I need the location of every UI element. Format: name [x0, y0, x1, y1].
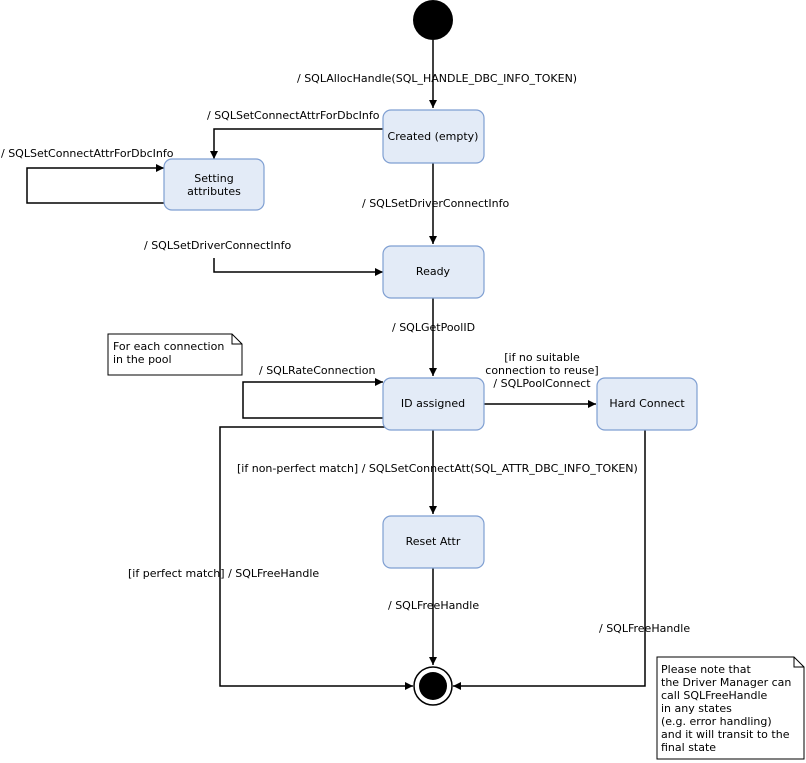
transition-label: / SQLSetConnectAttrForDbcInfo	[207, 109, 380, 122]
note-pool: For each connection in the pool	[107, 333, 243, 376]
state-label: Reset Attr	[406, 535, 461, 548]
note-text: Please note that	[661, 663, 751, 676]
note-text: call SQLFreeHandle	[661, 689, 768, 702]
transition-label: [if non-perfect match] / SQLSetConnectAt…	[237, 462, 638, 475]
note-text: (e.g. error handling)	[661, 715, 772, 728]
transition-label: / SQLPoolConnect	[493, 377, 591, 390]
state-label: Created (empty)	[388, 130, 479, 143]
transition-label: / SQLFreeHandle	[388, 599, 479, 612]
state-label: Ready	[416, 265, 451, 278]
edge-created-to-setting	[210, 128, 383, 159]
transition-label: / SQLSetDriverConnectInfo	[362, 197, 509, 210]
edge-setting-self	[26, 164, 164, 204]
transition-label: / SQLGetPoolID	[392, 321, 475, 334]
transition-label: / SQLRateConnection	[259, 364, 375, 377]
final-state	[413, 666, 453, 706]
note-text: the Driver Manager can	[661, 676, 791, 689]
note-text: in any states	[661, 702, 732, 715]
state-id-assigned: ID assigned	[382, 377, 485, 431]
state-hard-connect: Hard Connect	[596, 377, 698, 431]
state-label: Setting	[194, 172, 233, 185]
state-created: Created (empty)	[382, 109, 485, 164]
note-text: final state	[661, 741, 716, 754]
initial-state	[413, 0, 453, 40]
state-label: attributes	[187, 185, 241, 198]
transition-label: / SQLAllocHandle(SQL_HANDLE_DBC_INFO_TOK…	[297, 72, 577, 85]
note-text: and it will transit to the	[661, 728, 790, 741]
state-ready: Ready	[382, 245, 485, 299]
transition-label: connection to reuse]	[485, 364, 598, 377]
edge-setting-to-ready	[213, 258, 383, 276]
transition-label: / SQLFreeHandle	[599, 622, 690, 635]
edge-id-self	[242, 378, 383, 419]
edge-id-to-final	[219, 426, 413, 690]
state-label: Hard Connect	[609, 397, 685, 410]
transition-label: [if perfect match] / SQLFreeHandle	[128, 567, 319, 580]
state-label: ID assigned	[401, 397, 465, 410]
transition-label: [if no suitable	[504, 351, 580, 364]
note-text: For each connection	[113, 340, 224, 353]
state-setting-attributes: Setting attributes	[163, 158, 265, 211]
note-driver-manager: Please note that the Driver Manager can …	[656, 656, 805, 760]
transition-label: / SQLSetConnectAttrForDbcInfo	[1, 147, 174, 160]
transition-label: / SQLSetDriverConnectInfo	[144, 239, 291, 252]
edge-hard-to-final	[453, 430, 646, 690]
state-reset-attr: Reset Attr	[382, 515, 485, 569]
note-text: in the pool	[113, 353, 172, 366]
